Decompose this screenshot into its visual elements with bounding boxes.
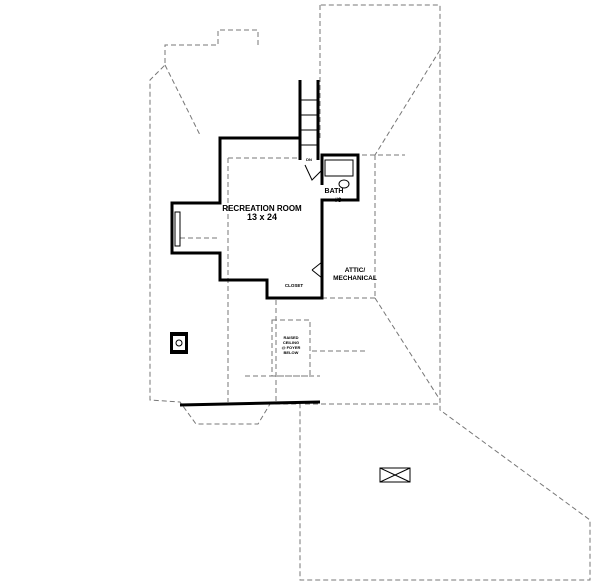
closet-label: CLOSET (285, 283, 304, 288)
foyer-note-3: @ FOYER (282, 345, 301, 350)
roof-outline (149, 4, 591, 581)
bath-number: #3 (335, 198, 342, 204)
bath-label: BATH (325, 188, 344, 195)
recreation-room-label: RECREATION ROOM (222, 204, 302, 213)
fireplace-icon (170, 332, 188, 354)
attic-label: ATTIC/ (345, 267, 366, 274)
foyer-note-4: BELOW (284, 350, 299, 355)
foyer-note-2: CEILING (283, 340, 299, 345)
foyer-note-1: RAISED (283, 335, 298, 340)
walls (170, 80, 360, 407)
recreation-room-size: 13 x 24 (247, 212, 277, 222)
attic-label-2: MECHANICAL (333, 275, 377, 282)
stair-label: DN (306, 157, 312, 162)
